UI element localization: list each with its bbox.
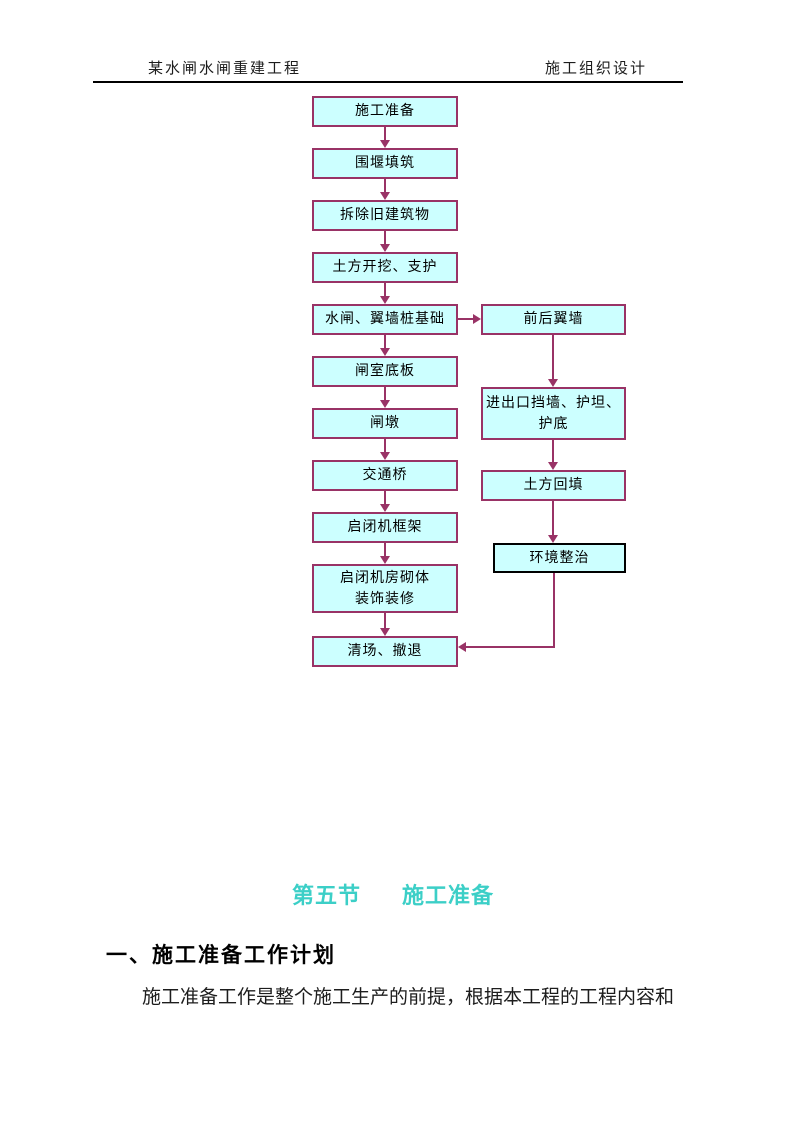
flow-arrow-10-line — [384, 613, 386, 628]
flow-arrow-1-head — [380, 140, 390, 148]
flow-arrow-6-head — [380, 400, 390, 408]
flow-arrow-9-head — [380, 556, 390, 564]
return-connector-arrow-head — [458, 642, 466, 652]
flow-arrow-4-head — [380, 296, 390, 304]
flow-box-construction-preparation: 施工准备 — [312, 96, 458, 127]
flow-arrow-2-head — [380, 192, 390, 200]
flow-box-cofferdam-filling: 围堰填筑 — [312, 148, 458, 179]
flow-arrow-10-head — [380, 628, 390, 636]
flow-box-hoist-frame: 启闭机框架 — [312, 512, 458, 543]
flow-box-gate-chamber-baseplate: 闸室底板 — [312, 356, 458, 387]
flow-arrow-7-line — [384, 439, 386, 452]
flow-arrow-6-line — [384, 387, 386, 400]
body-paragraph: 施工准备工作是整个施工生产的前提，根据本工程的工程内容和 — [142, 987, 675, 1008]
flow-box-traffic-bridge: 交通桥 — [312, 460, 458, 491]
flow-box-demolish-old-structures: 拆除旧建筑物 — [312, 200, 458, 231]
branch-arrow-2-line — [552, 440, 554, 462]
flow-arrow-3-head — [380, 244, 390, 252]
branch-entry-arrow-head — [473, 314, 481, 324]
flow-arrow-7-head — [380, 452, 390, 460]
flow-box-gate-pier: 闸墩 — [312, 408, 458, 439]
flow-arrow-5-line — [384, 335, 386, 348]
flow-arrow-4-line — [384, 283, 386, 296]
flow-box-front-rear-wing-walls: 前后翼墙 — [481, 304, 626, 335]
return-connector-vertical — [553, 573, 555, 648]
branch-arrow-1-line — [552, 335, 554, 379]
flow-arrow-1-line — [384, 127, 386, 140]
branch-entry-arrow-line — [458, 318, 473, 320]
flow-arrow-8-line — [384, 491, 386, 504]
flow-arrow-5-head — [380, 348, 390, 356]
flow-arrow-2-line — [384, 179, 386, 192]
header-project-title: 某水闸水闸重建工程 — [148, 61, 302, 77]
header-rule — [93, 81, 683, 83]
header-doc-title: 施工组织设计 — [545, 61, 648, 77]
section-title: 施工准备 — [402, 883, 495, 908]
flow-box-environment-remediation: 环境整治 — [493, 543, 626, 573]
flow-arrow-9-line — [384, 543, 386, 556]
flow-box-hoist-house-masonry-decoration: 启闭机房砌体 装饰装修 — [312, 564, 458, 613]
return-connector-horizontal — [466, 646, 555, 648]
flow-box-earth-excavation-support: 土方开挖、支护 — [312, 252, 458, 283]
branch-arrow-1-head — [548, 379, 558, 387]
branch-arrow-3-line — [552, 501, 554, 535]
section-number: 第五节 — [292, 883, 362, 908]
flow-arrow-8-head — [380, 504, 390, 512]
subsection-heading: 一、施工准备工作计划 — [106, 944, 336, 967]
flow-box-sluice-wingwall-pile-foundation: 水闸、翼墙桩基础 — [312, 304, 458, 335]
branch-arrow-2-head — [548, 462, 558, 470]
flow-box-earth-backfill: 土方回填 — [481, 470, 626, 501]
branch-arrow-3-head — [548, 535, 558, 543]
flow-box-inlet-outlet-retaining-walls-apron: 进出口挡墙、护坦、 护底 — [481, 387, 626, 440]
flow-arrow-3-line — [384, 231, 386, 244]
flow-box-site-clearing-withdrawal: 清场、撤退 — [312, 636, 458, 667]
